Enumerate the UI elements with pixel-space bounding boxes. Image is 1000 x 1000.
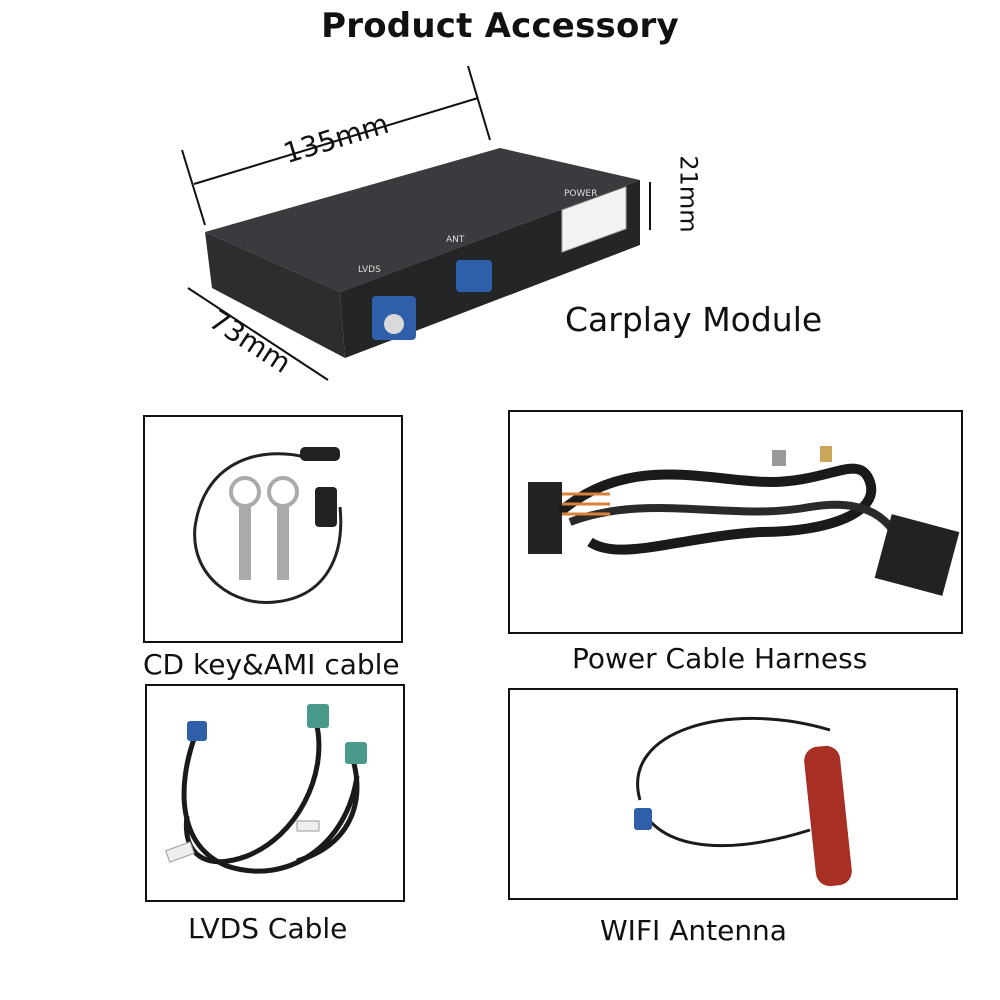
power-cable-harness-icon [528,446,960,596]
lvds-cable-icon [165,704,367,874]
wifi-antenna-icon [634,716,852,887]
lvds-port-label: LVDS [358,265,381,275]
wifi-antenna-caption: WIFI Antenna [600,914,787,947]
height-dimension: 21mm [674,155,703,233]
cd-key-ami-panel [143,415,403,643]
ant-port-label: ANT [446,235,465,245]
cd-key-ami-caption: CD key&AMI cable [143,648,400,681]
lvds-cable-panel [145,684,405,902]
carplay-module-image: LVDS ANT POWER [181,65,651,381]
page-title: Product Accessory [321,6,679,46]
power-harness-caption: Power Cable Harness [572,642,868,675]
lvds-cable-caption: LVDS Cable [188,912,348,945]
power-port-label: POWER [564,189,597,199]
wifi-antenna-panel [508,688,958,900]
power-harness-panel [508,410,963,634]
cd-key-ami-cable-icon [193,447,343,605]
carplay-module-label: Carplay Module [565,300,823,339]
